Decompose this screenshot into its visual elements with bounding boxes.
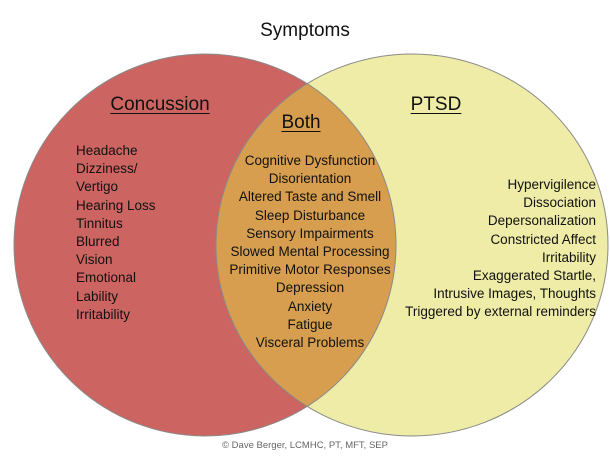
overlap-region [216, 54, 396, 436]
concussion-symptom-list: Headache Dizziness/ Vertigo Hearing Loss… [76, 142, 186, 324]
shared-symptom: Primitive Motor Responses [229, 262, 391, 278]
concussion-heading: Concussion [110, 94, 210, 115]
diagram-title: Symptoms [260, 20, 350, 41]
shared-symptom: Altered Taste and Smell [238, 189, 382, 205]
shared-symptom: Fatigue [287, 316, 333, 332]
concussion-symptom: Headache [76, 143, 138, 158]
shared-symptom: Cognitive Dysfunction [244, 153, 376, 168]
concussion-symptom: Irritability [76, 306, 131, 322]
concussion-symptom: Lability [76, 288, 119, 304]
concussion-symptom: Blurred [76, 234, 120, 250]
shared-symptom: Anxiety [287, 298, 333, 314]
concussion-circle-outline [13, 53, 397, 437]
ptsd-symptom-list: Hypervigilence Dissociation Depersonaliz… [386, 176, 596, 322]
ptsd-symptom: Triggered by external reminders [405, 304, 596, 320]
shared-symptom: Slowed Mental Processing [230, 244, 390, 260]
ptsd-symptom: Hypervigilence [507, 177, 596, 192]
shared-symptom: Sensory Impairments [246, 225, 374, 241]
concussion-symptom: Hearing Loss [76, 197, 156, 213]
shared-symptom: Depression [275, 280, 345, 296]
concussion-symptom: Vertigo [76, 179, 119, 195]
concussion-symptom: Tinnitus [76, 215, 123, 231]
ptsd-symptom: Constricted Affect [490, 231, 596, 247]
copyright-credit: © Dave Berger, LCMHC, PT, MFT, SEP [222, 440, 388, 451]
concussion-symptom: Dizziness/ [76, 161, 138, 177]
shared-symptom: Visceral Problems [255, 335, 365, 351]
ptsd-symptom: Dissociation [523, 195, 596, 211]
both-heading: Both [281, 112, 321, 133]
shared-symptom: Sleep Disturbance [254, 207, 366, 223]
ptsd-heading: PTSD [410, 94, 462, 115]
ptsd-symptom: Irritability [541, 249, 596, 265]
concussion-symptom: Emotional [76, 270, 137, 286]
ptsd-symptom: Depersonalization [487, 213, 596, 229]
ptsd-symptom: Intrusive Images, Thoughts [433, 286, 596, 302]
both-symptom-list: Cognitive Dysfunction Disorientation Alt… [212, 152, 408, 352]
concussion-symptom: Vision [76, 252, 113, 268]
ptsd-circle-outline [215, 53, 609, 437]
shared-symptom: Disorientation [268, 171, 352, 187]
ptsd-symptom: Exaggerated Startle, [472, 268, 596, 284]
